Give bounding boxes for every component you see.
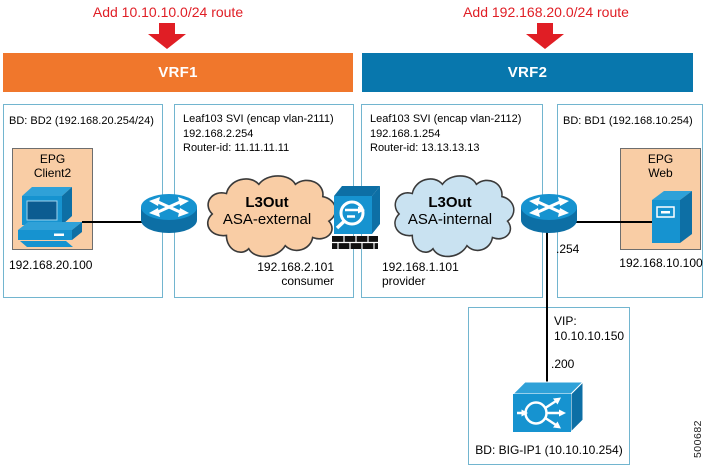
- l3out-internal-text: L3Out ASA-internal: [407, 194, 493, 228]
- l3out-external-text: L3Out ASA-external: [222, 194, 312, 228]
- epg-web-label: EPG Web: [647, 152, 674, 180]
- vip-ip: 10.10.10.150: [554, 329, 625, 343]
- vrf1-bar: VRF1: [3, 53, 353, 92]
- asa-external-role: consumer: [281, 274, 334, 288]
- workstation-icon: [18, 187, 82, 247]
- client2-ip: 192.168.20.100: [9, 258, 93, 272]
- down-arrow-icon: [148, 23, 186, 49]
- l3out-asa-internal-cloud: L3Out ASA-internal: [384, 170, 516, 260]
- cloud-shape: [207, 175, 337, 258]
- load-balancer-icon: [511, 380, 585, 434]
- l3out-asa-external-cloud: L3Out ASA-external: [196, 170, 338, 260]
- asa-external-ip: 192.168.2.101: [257, 260, 334, 274]
- asa-internal-svi-info: Leaf103 SVI (encap vlan-2112) 192.168.1.…: [370, 113, 522, 154]
- vrf2-bar: VRF2: [362, 53, 693, 92]
- route-note-left: Add 10.10.10.0/24 route: [92, 4, 244, 20]
- link-router-bigip: [546, 231, 548, 383]
- brick-wall: [332, 236, 378, 249]
- asa-internal-role: provider: [382, 274, 426, 288]
- router2-interface-ip: .254: [556, 242, 580, 256]
- asa-internal-ip: 192.168.1.101: [382, 260, 459, 274]
- bigip-interface-ip: .200: [551, 357, 575, 371]
- web-ip: 192.168.10.100: [619, 256, 703, 270]
- bd1-title: BD: BD1 (192.168.10.254): [563, 115, 693, 127]
- bd2-title: BD: BD2 (192.168.20.254/24): [9, 115, 154, 127]
- server-icon: [652, 191, 692, 243]
- epg-client2-label: EPG Client2: [33, 152, 72, 180]
- router-icon: [141, 194, 197, 233]
- vip-label: VIP:: [554, 314, 577, 328]
- asa-firewall-icon: [332, 186, 380, 249]
- cloud-shape: [394, 175, 515, 258]
- figure-id: 500682: [692, 419, 704, 459]
- router-icon: [521, 194, 577, 233]
- route-note-right: Add 192.168.20.0/24 route: [463, 4, 629, 20]
- asa-external-svi-info: Leaf103 SVI (encap vlan-2111) 192.168.2.…: [183, 113, 334, 154]
- link-client2-router: [82, 221, 142, 223]
- down-arrow-icon: [526, 23, 564, 49]
- link-router-web: [576, 221, 652, 223]
- bigip-bd-title: BD: BIG-IP1 (10.10.10.254): [475, 443, 623, 457]
